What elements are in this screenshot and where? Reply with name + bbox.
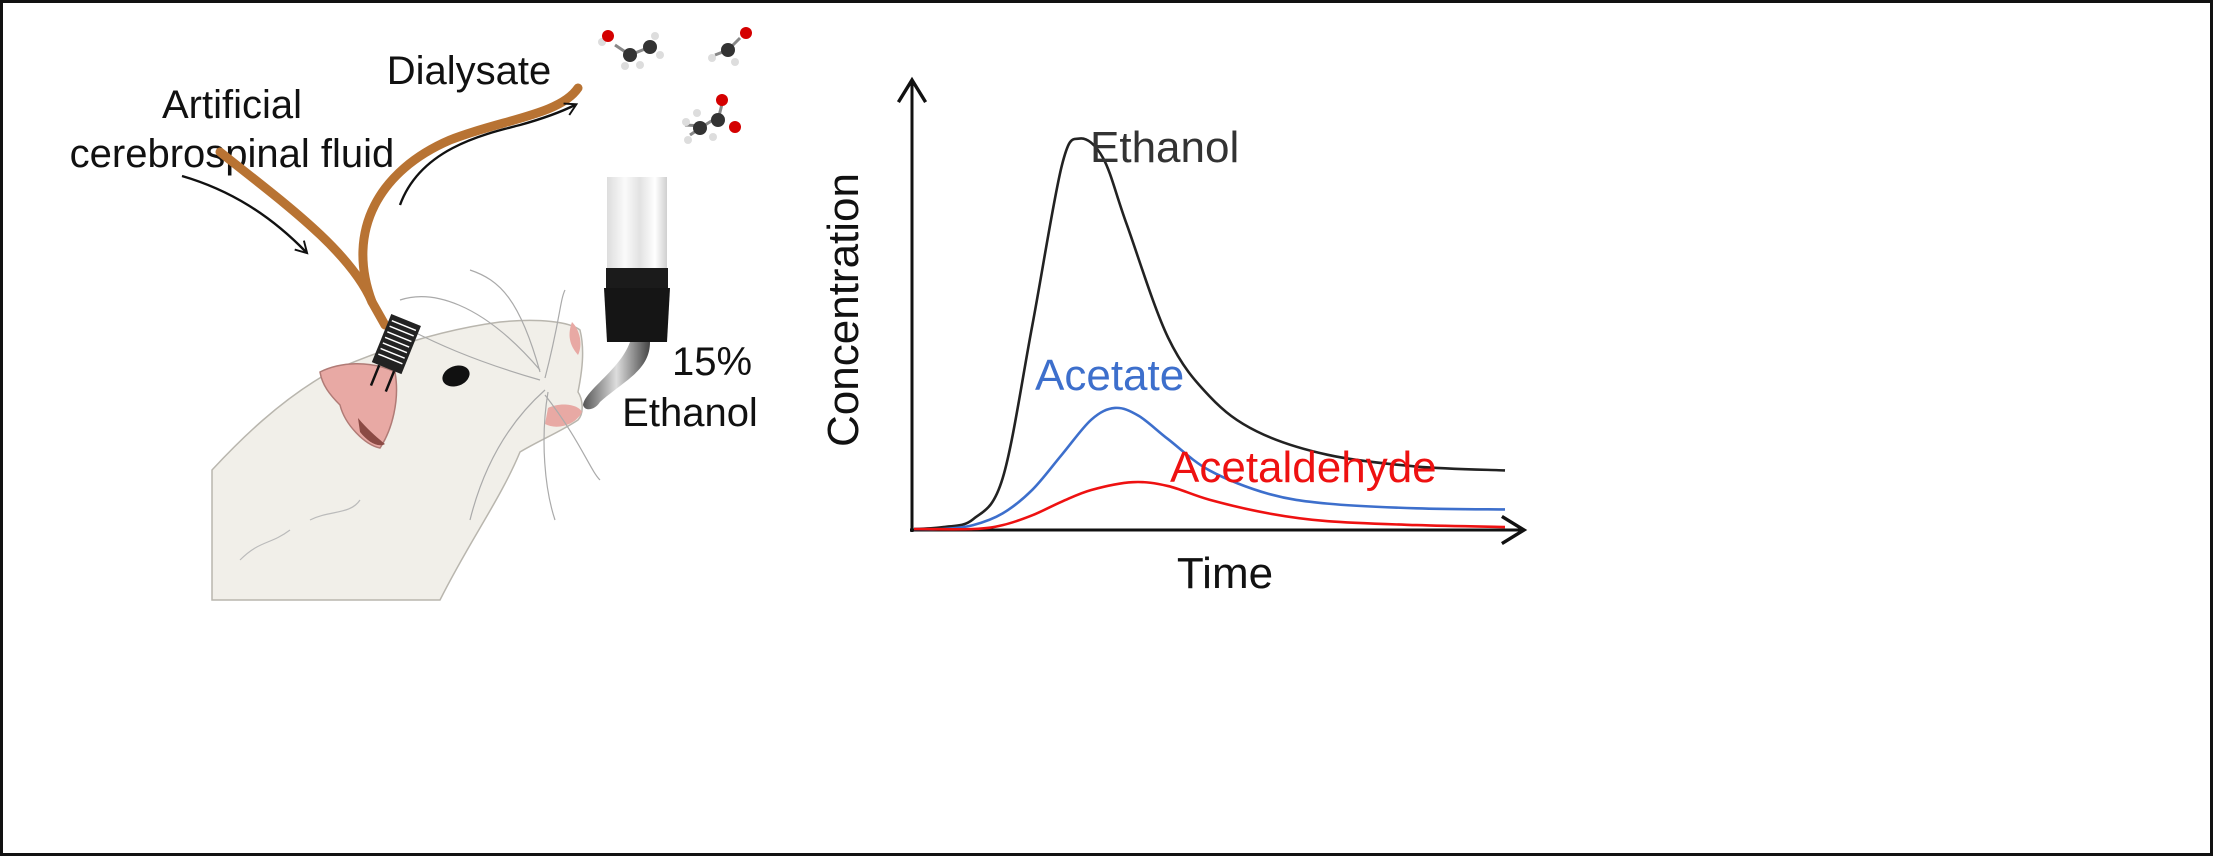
series-line-acetate xyxy=(913,406,1506,531)
rat-eye xyxy=(442,365,470,387)
x-axis-label: Time xyxy=(1177,549,1273,598)
bottle-label-line1: 15% xyxy=(672,340,752,384)
drinking-bottle xyxy=(583,177,670,410)
concentration-chart: Concentration Time Ethanol Acetate Aceta… xyxy=(819,76,1528,598)
rat-illustration xyxy=(211,269,601,601)
whiskers-icon xyxy=(399,269,601,521)
outflow-arrow-icon xyxy=(398,102,579,206)
bottle-label-line2: Ethanol xyxy=(622,391,758,435)
probe xyxy=(369,313,421,393)
series-line-ethanol xyxy=(913,137,1506,531)
series-label-ethanol: Ethanol xyxy=(1090,123,1239,172)
inflow-label-line2: cerebrospinal fluid xyxy=(70,132,395,176)
series-label-acetate: Acetate xyxy=(1035,351,1184,400)
inflow-label-line1: Artificial xyxy=(162,83,302,127)
molecules-icon xyxy=(598,27,752,144)
outflow-label: Dialysate xyxy=(387,49,552,93)
series-line-acetaldehyde xyxy=(913,480,1506,531)
microdialysis-tubing xyxy=(215,83,583,393)
y-axis-label: Concentration xyxy=(819,173,868,447)
series-label-acetaldehyde: Acetaldehyde xyxy=(1170,443,1437,492)
inflow-arrow-icon xyxy=(181,174,309,255)
